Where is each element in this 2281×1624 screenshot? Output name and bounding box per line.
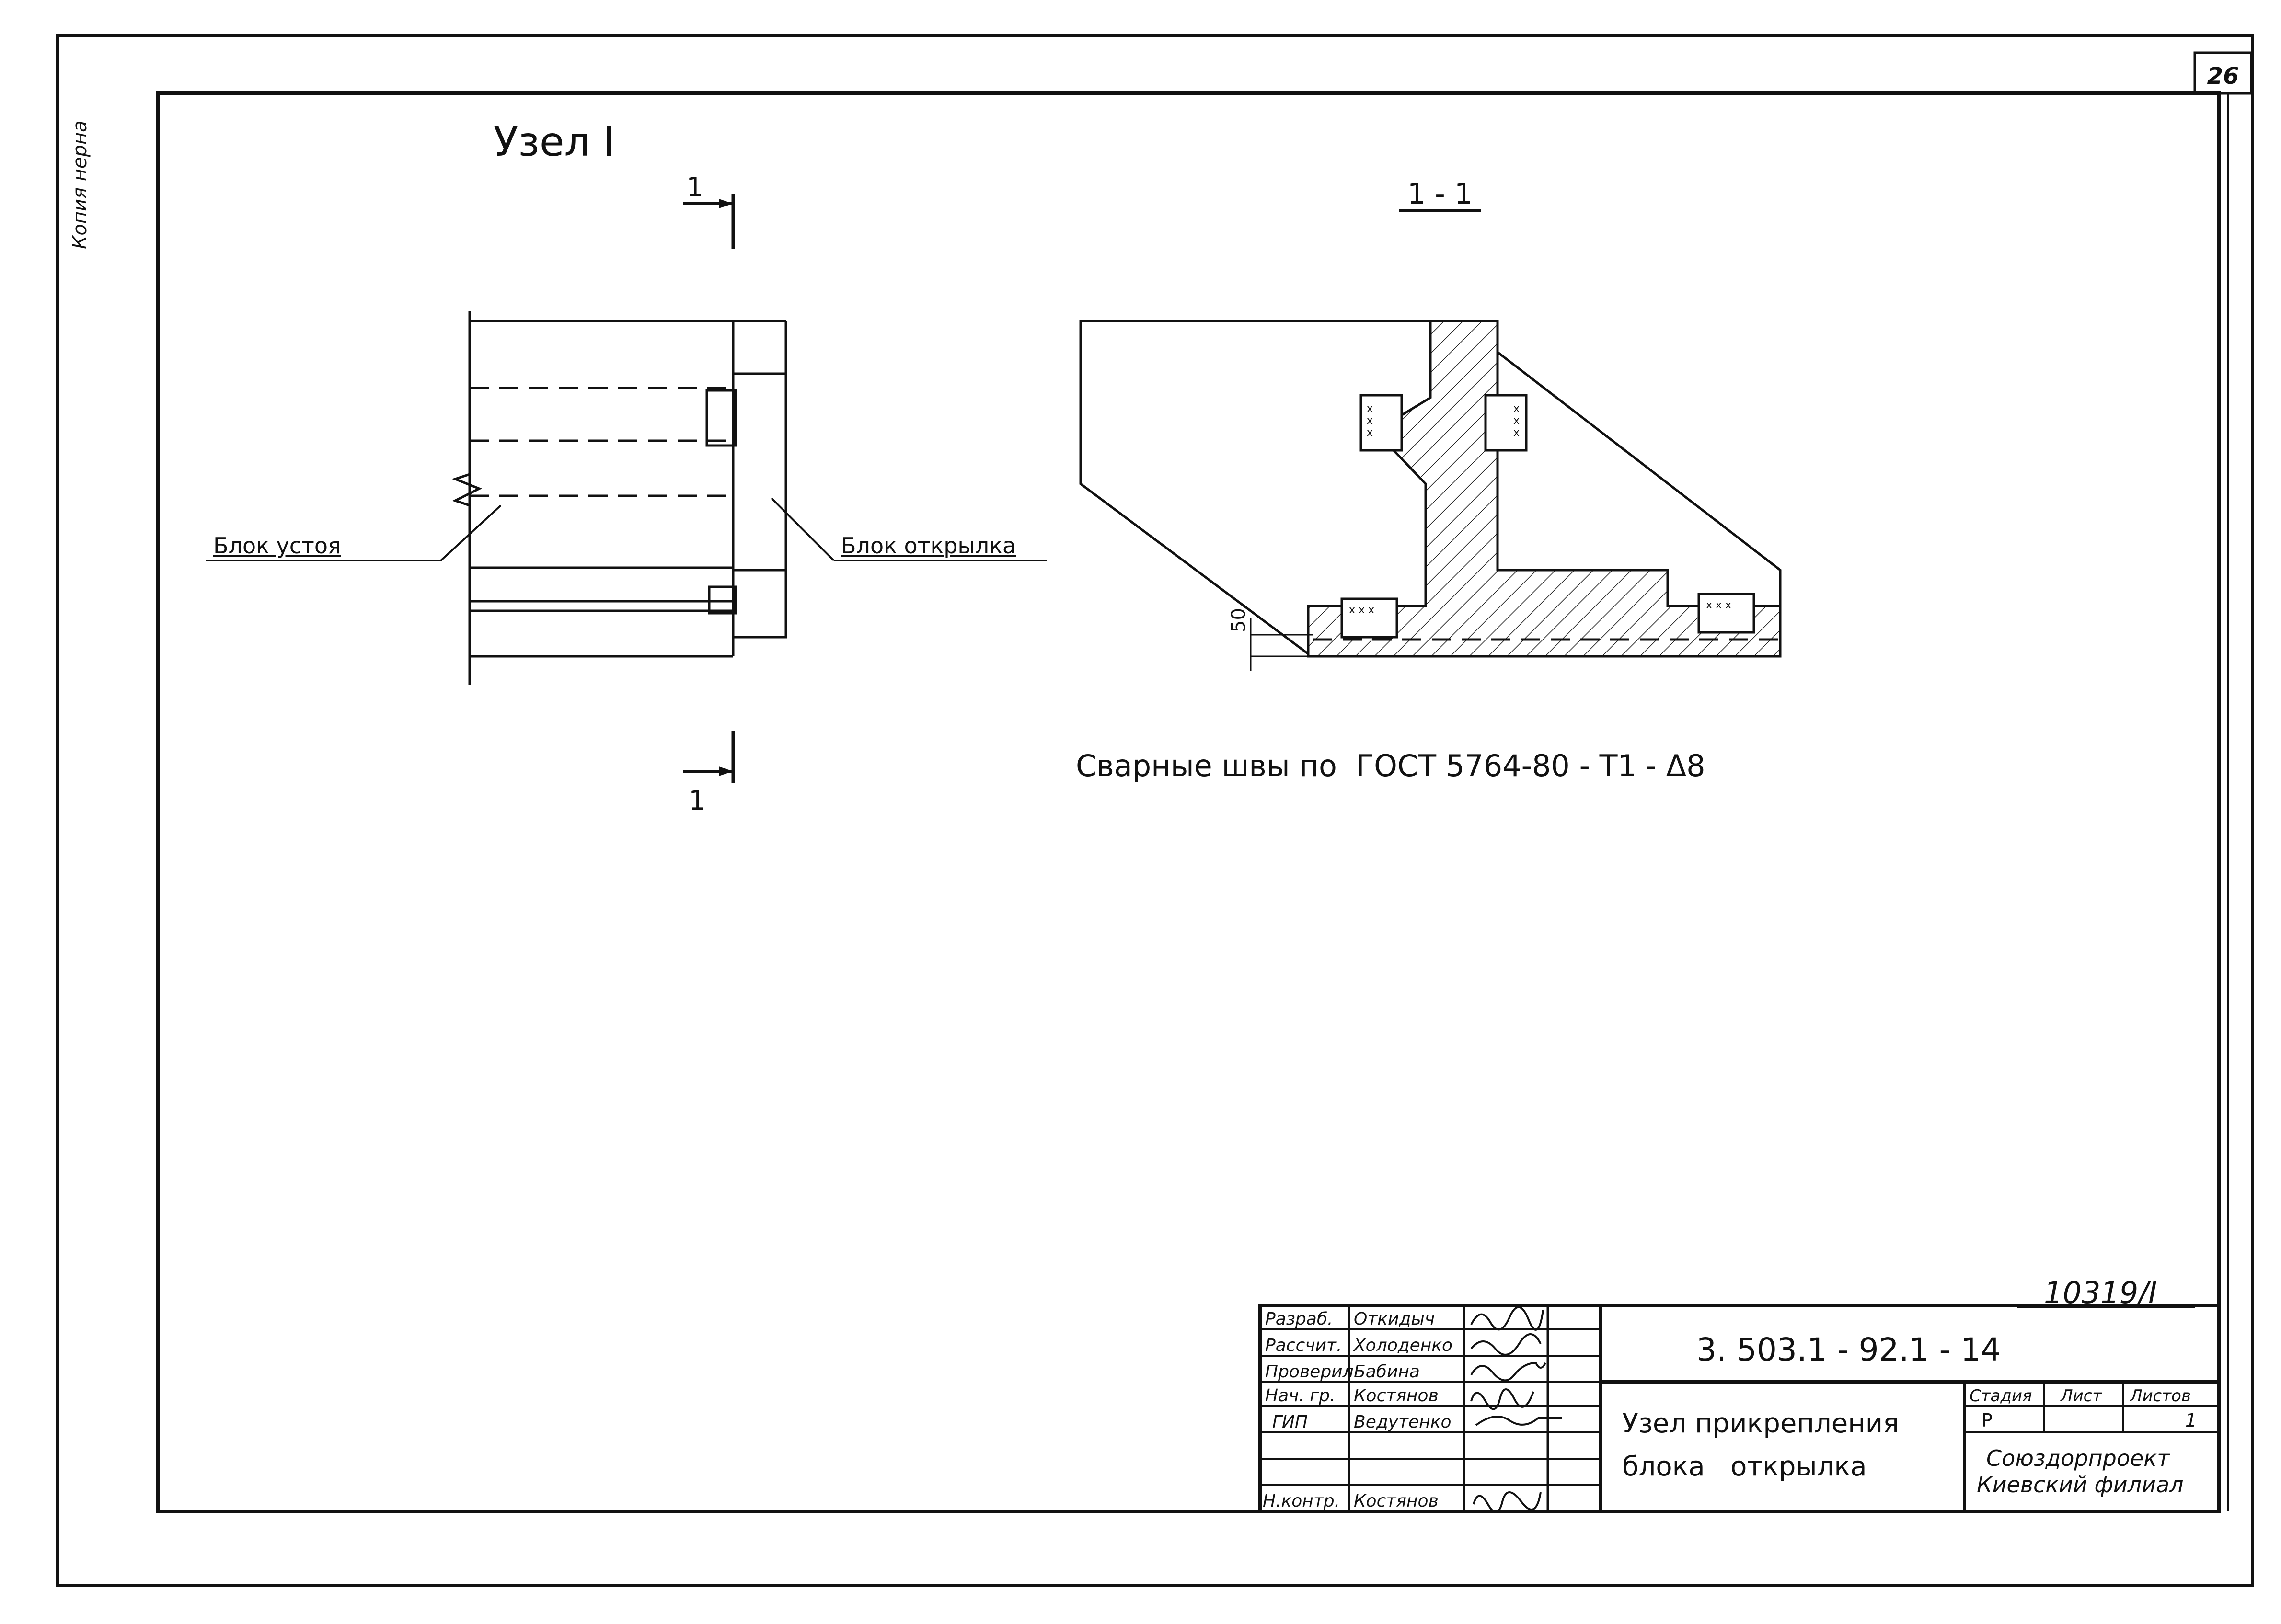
name-0: Откидыч xyxy=(1354,1309,1435,1329)
title-block-roles: Разраб. Откидыч Рассчит. Холоденко Прове… xyxy=(1263,1309,1452,1511)
name-1: Холоденко xyxy=(1353,1336,1452,1355)
name-2: Бабина xyxy=(1354,1362,1420,1382)
signatures xyxy=(1470,1306,1562,1513)
svg-text:x: x xyxy=(1367,415,1373,427)
sheet-header: Лист xyxy=(2060,1386,2102,1406)
role-7: Н.контр. xyxy=(1263,1491,1340,1511)
sheet-number: 26 xyxy=(2207,63,2239,90)
section-title: 1 - 1 xyxy=(1407,177,1473,211)
svg-text:x: x xyxy=(1513,415,1520,427)
svg-text:Блок устоя: Блок устоя xyxy=(213,533,341,559)
role-1: Рассчит. xyxy=(1265,1336,1342,1355)
role-2: Проверил xyxy=(1265,1362,1354,1382)
stage-value: Р xyxy=(1981,1410,1993,1431)
svg-text:1: 1 xyxy=(689,785,706,816)
title-block xyxy=(1258,1304,2221,1513)
drawing-title-line1: Узел прикрепления xyxy=(1622,1408,1899,1439)
label-wing-block: Блок открылка xyxy=(771,497,1047,561)
name-4: Ведутенко xyxy=(1354,1412,1451,1432)
drawing-title-line2: блока открылка xyxy=(1622,1451,1867,1482)
outer-border xyxy=(56,34,2254,1587)
org-line1: Союздорпроект xyxy=(1986,1445,2170,1471)
sheet-number-box xyxy=(2193,51,2253,95)
margin-note: Копия нерна xyxy=(69,120,91,249)
name-3: Костянов xyxy=(1354,1386,1439,1406)
label-abutment-block: Блок устоя xyxy=(206,504,502,561)
svg-text:1: 1 xyxy=(686,172,703,203)
name-7: Костянов xyxy=(1354,1491,1439,1511)
role-4: ГИП xyxy=(1272,1412,1308,1432)
role-3: Нач. гр. xyxy=(1265,1386,1336,1406)
section-view xyxy=(1079,320,1782,671)
org-line2: Киевский филиал xyxy=(1977,1472,2184,1498)
inner-frame xyxy=(156,91,2221,1513)
weld-note: Сварные швы по ГОСТ 5764-80 - Т1 - Δ8 xyxy=(1076,748,1705,783)
role-0: Разраб. xyxy=(1265,1309,1333,1329)
svg-text:x: x xyxy=(1513,427,1520,439)
section-marker-top: 1 xyxy=(683,172,735,249)
section-marker-bottom: 1 xyxy=(683,731,735,816)
dimension-50: 50 xyxy=(1228,608,1250,632)
plan-view xyxy=(451,311,787,685)
node-title: Узел I xyxy=(494,118,615,165)
stage-header: Стадия xyxy=(1970,1386,2032,1406)
svg-text:x: x xyxy=(1367,403,1373,415)
svg-text:x x x: x x x xyxy=(1349,604,1374,616)
svg-text:x x x: x x x xyxy=(1706,599,1731,611)
svg-text:x: x xyxy=(1513,403,1520,415)
document-code: 3. 503.1 - 92.1 - 14 xyxy=(1696,1331,2001,1368)
svg-text:x: x xyxy=(1367,427,1373,439)
sheets-header: Листов xyxy=(2129,1386,2191,1406)
sheets-value: 1 xyxy=(2185,1410,2197,1431)
svg-text:Блок открылка: Блок открылка xyxy=(841,533,1016,559)
